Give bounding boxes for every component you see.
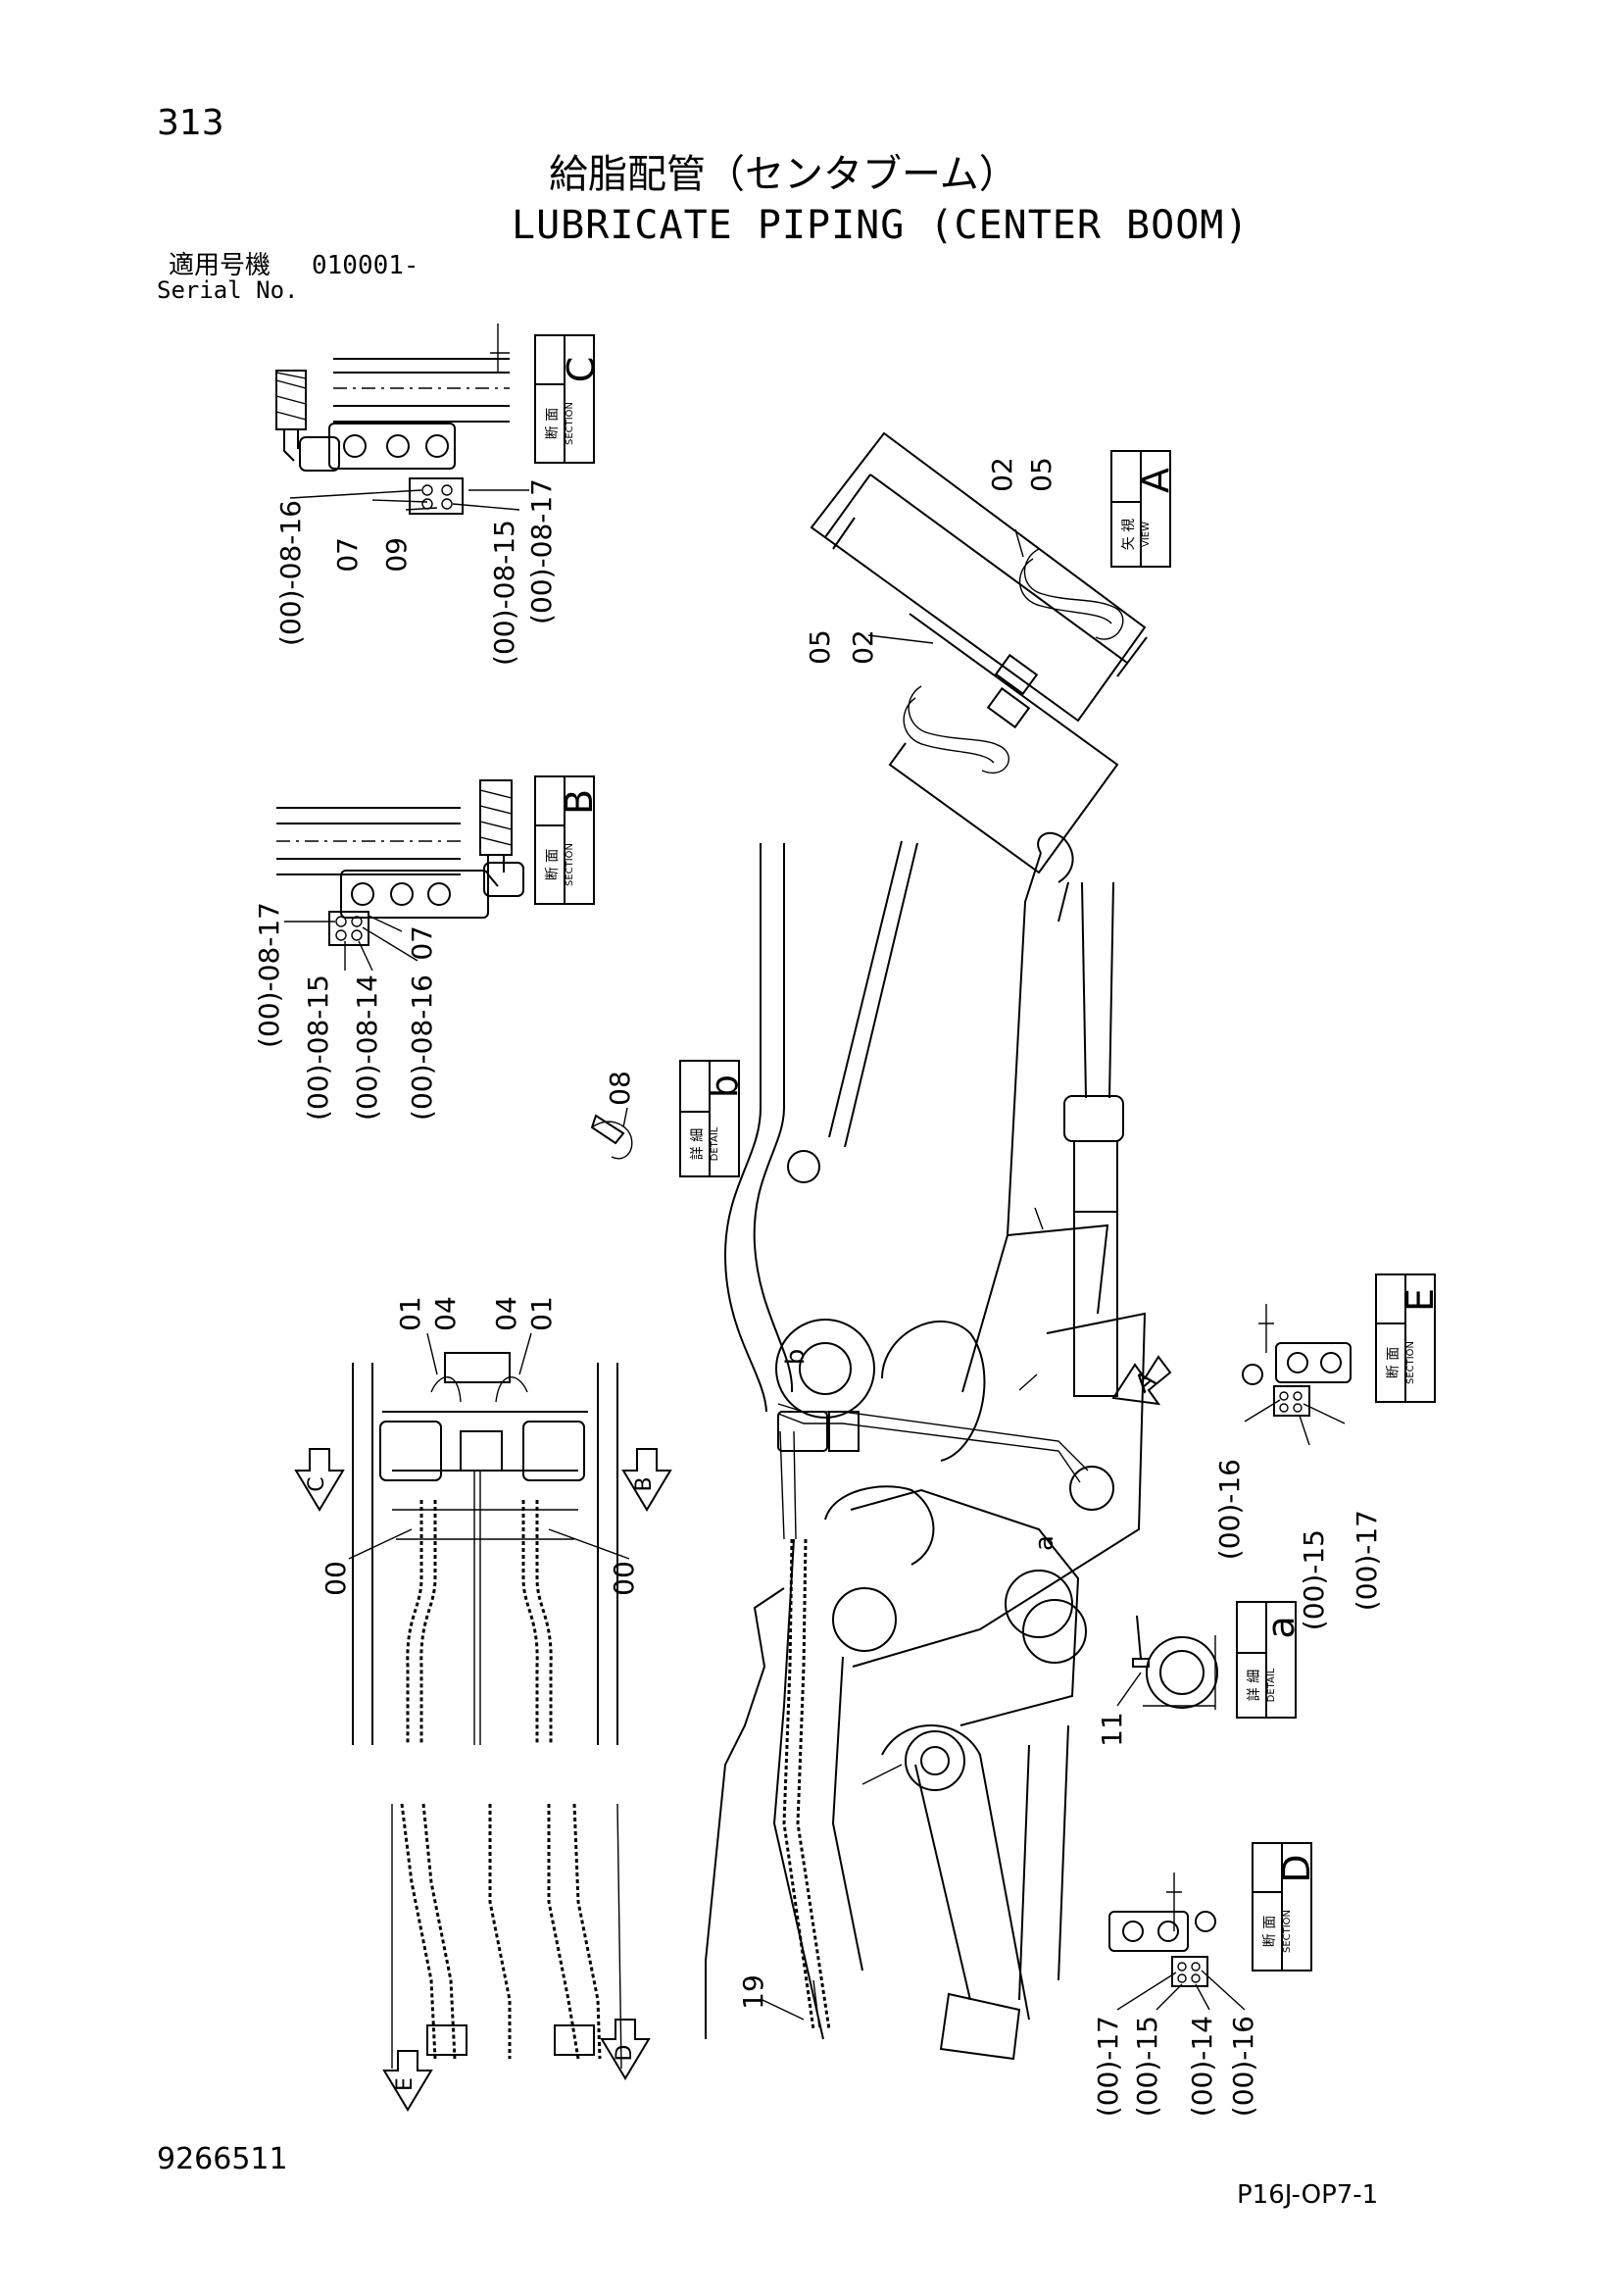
section-b-detail: B 断 面 SECTION (00)-08-17 (00)-08-15 (00)… [253, 775, 601, 1121]
arrow-label-d: D [613, 2045, 637, 2062]
callout-sec-d-2: (00)-14 [1186, 2016, 1218, 2117]
detail-a-jp: 詳 細 [1247, 1670, 1262, 1701]
arrow-b-marker [621, 1448, 672, 1512]
section-d-jp: 断 面 [1262, 1916, 1278, 1947]
page-code: P16J-OP7-1 [1237, 2180, 1379, 2210]
arrow-label-b: B [632, 1476, 657, 1491]
callout-sec-d-0: (00)-17 [1092, 2016, 1124, 2117]
callout-sec-c-3: (00)-08-15 [488, 520, 520, 666]
arrow-e-marker [382, 2050, 433, 2112]
callout-sec-d-3: (00)-16 [1227, 2016, 1259, 2117]
detail-a-en: DETAIL [1266, 1668, 1277, 1702]
section-c-jp: 断 面 [545, 408, 561, 439]
callout-main-top-3: 01 [525, 1296, 558, 1331]
serial-label-japanese: 適用号機 [169, 251, 271, 280]
section-c-en: SECTION [565, 402, 575, 445]
lower-hose-view: E D [382, 1803, 651, 2112]
callout-main-top-0: 01 [394, 1296, 426, 1331]
detail-b: b 詳 細 DETAIL 08 [590, 1060, 746, 1177]
callout-view-a-1: 05 [1025, 457, 1057, 492]
detail-a: a 詳 細 DETAIL 11 [1096, 1601, 1303, 1747]
section-d-en: SECTION [1282, 1910, 1293, 1953]
section-b-jp: 断 面 [545, 849, 561, 880]
callout-sec-b-1: (00)-08-15 [302, 974, 334, 1121]
section-e-detail: E 断 面 SECTION (00)-16 (00)-15 (00)-17 [1213, 1273, 1442, 1630]
detail-b-en: DETAIL [710, 1126, 720, 1161]
view-a-detail: A 矢 視 VIEW 02 05 05 02 [804, 431, 1177, 874]
serial-label-english: Serial No. [157, 276, 299, 304]
callout-boom-19: 19 [737, 1974, 769, 2010]
detail-b-box: b 詳 細 DETAIL [679, 1060, 746, 1177]
callout-sec-c-2: 09 [380, 537, 413, 573]
callout-sec-b-4: 07 [406, 925, 438, 961]
arrow-a-marker [1111, 1355, 1172, 1406]
boom-assembly: A a b 19 [705, 832, 1172, 2061]
section-e-jp: 断 面 [1386, 1347, 1402, 1378]
section-e-en: SECTION [1405, 1341, 1416, 1384]
callout-view-a-2: 05 [804, 629, 836, 665]
section-c-detail: C 断 面 SECTION (00)-08-16 07 09 (00)-08-1… [274, 324, 603, 666]
document-number: 9266511 [157, 2142, 288, 2176]
callout-det-a-0: 11 [1096, 1712, 1128, 1747]
view-a-en: VIEW [1141, 522, 1152, 547]
detail-a-box: a 詳 細 DETAIL [1236, 1601, 1303, 1719]
section-d-letter: D [1275, 1854, 1318, 1882]
arrow-c-marker [294, 1448, 345, 1512]
detail-b-letter: b [703, 1074, 746, 1098]
callout-sec-e-1: (00)-15 [1298, 1529, 1330, 1630]
arrow-label-e: E [393, 2077, 418, 2091]
callout-sec-c-4: (00)-08-17 [525, 478, 558, 624]
callout-view-a-3: 02 [847, 629, 879, 665]
view-a-jp: 矢 視 [1121, 519, 1137, 550]
arrow-d-marker [600, 2019, 651, 2080]
callout-sec-c-1: 07 [331, 537, 364, 573]
detail-b-jp: 詳 細 [690, 1128, 706, 1160]
section-e-box: E 断 面 SECTION [1375, 1273, 1442, 1403]
section-b-box: B 断 面 SECTION [534, 775, 601, 905]
view-a-box: A 矢 視 VIEW [1110, 450, 1177, 568]
section-d-detail: D 断 面 SECTION (00)-17 (00)-15 (00)-14 (0… [1092, 1842, 1318, 2117]
callout-sec-e-0: (00)-16 [1213, 1459, 1246, 1560]
callout-main-side-1: 00 [608, 1561, 640, 1596]
section-d-box: D 断 面 SECTION [1252, 1842, 1318, 1972]
serial-value: 010001- [312, 251, 419, 280]
callout-sec-b-3: (00)-08-16 [406, 974, 438, 1121]
callout-sec-e-2: (00)-17 [1351, 1510, 1383, 1611]
callout-det-b-0: 08 [604, 1071, 636, 1106]
callout-main-side-0: 00 [320, 1561, 352, 1596]
callout-view-a-0: 02 [986, 457, 1018, 492]
section-b-en: SECTION [565, 843, 575, 886]
view-a-letter: A [1134, 468, 1177, 493]
callout-main-top-1: 04 [429, 1296, 462, 1331]
arrow-label-c: C [305, 1476, 329, 1491]
detail-a-letter: a [1259, 1616, 1303, 1638]
callout-boom-a: a [1030, 1535, 1059, 1551]
callout-main-top-2: 04 [490, 1296, 522, 1331]
callout-sec-d-1: (00)-15 [1131, 2016, 1163, 2117]
section-c-letter: C [560, 357, 603, 383]
callout-boom-b: b [781, 1349, 811, 1366]
callout-sec-b-0: (00)-08-17 [253, 902, 285, 1048]
section-b-letter: B [558, 789, 601, 815]
callout-sec-b-2: (00)-08-14 [351, 974, 383, 1121]
title-english: LUBRICATE PIPING (CENTER BOOM) [512, 203, 1250, 248]
callout-sec-c-0: (00)-08-16 [274, 500, 307, 646]
section-e-letter: E [1399, 1288, 1442, 1312]
page-number: 313 [157, 103, 224, 143]
manifold-view: C B 01 04 04 01 00 00 [294, 1296, 672, 1745]
section-c-box: C 断 面 SECTION [534, 334, 603, 464]
title-japanese: 給脂配管（センタブーム） [549, 152, 1018, 197]
